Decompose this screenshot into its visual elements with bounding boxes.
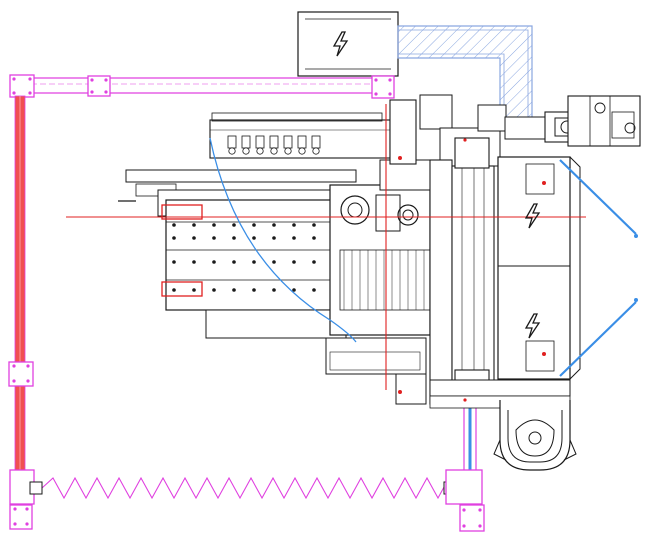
high-voltage-icon (524, 203, 541, 229)
zigzag-spring-icon (29, 476, 457, 500)
frame-mount-plate (445, 469, 483, 505)
clamp-block (161, 281, 203, 297)
main-machine-body (118, 94, 641, 471)
pneumatic-cylinder-row (227, 135, 321, 155)
drag-chain-icon (209, 137, 357, 343)
clamp-block (161, 204, 203, 220)
right-electrical-cabinet (497, 156, 581, 380)
frame-mount-plate (371, 75, 395, 99)
right-guard-rail (445, 403, 485, 532)
high-voltage-icon (332, 31, 349, 57)
high-voltage-icon (524, 313, 541, 339)
linear-guide-ribs (343, 250, 425, 310)
spindle-hub (340, 195, 370, 225)
plate-bolt-grid (172, 223, 316, 292)
cabinet-door-swing-lines (559, 159, 637, 377)
gripper-icon (493, 400, 577, 471)
left-guard-rail (8, 95, 35, 530)
spindle-hub (397, 204, 419, 226)
frame-mount-plate (9, 504, 33, 530)
hatched-guard (397, 25, 533, 129)
magenta-frame (9, 74, 395, 99)
servo-motor (544, 95, 641, 147)
frame-mount-plate (87, 75, 111, 97)
reference-marker-dots (398, 138, 546, 402)
top-electrical-cabinet (297, 11, 399, 77)
center-axis-lines (66, 104, 586, 390)
